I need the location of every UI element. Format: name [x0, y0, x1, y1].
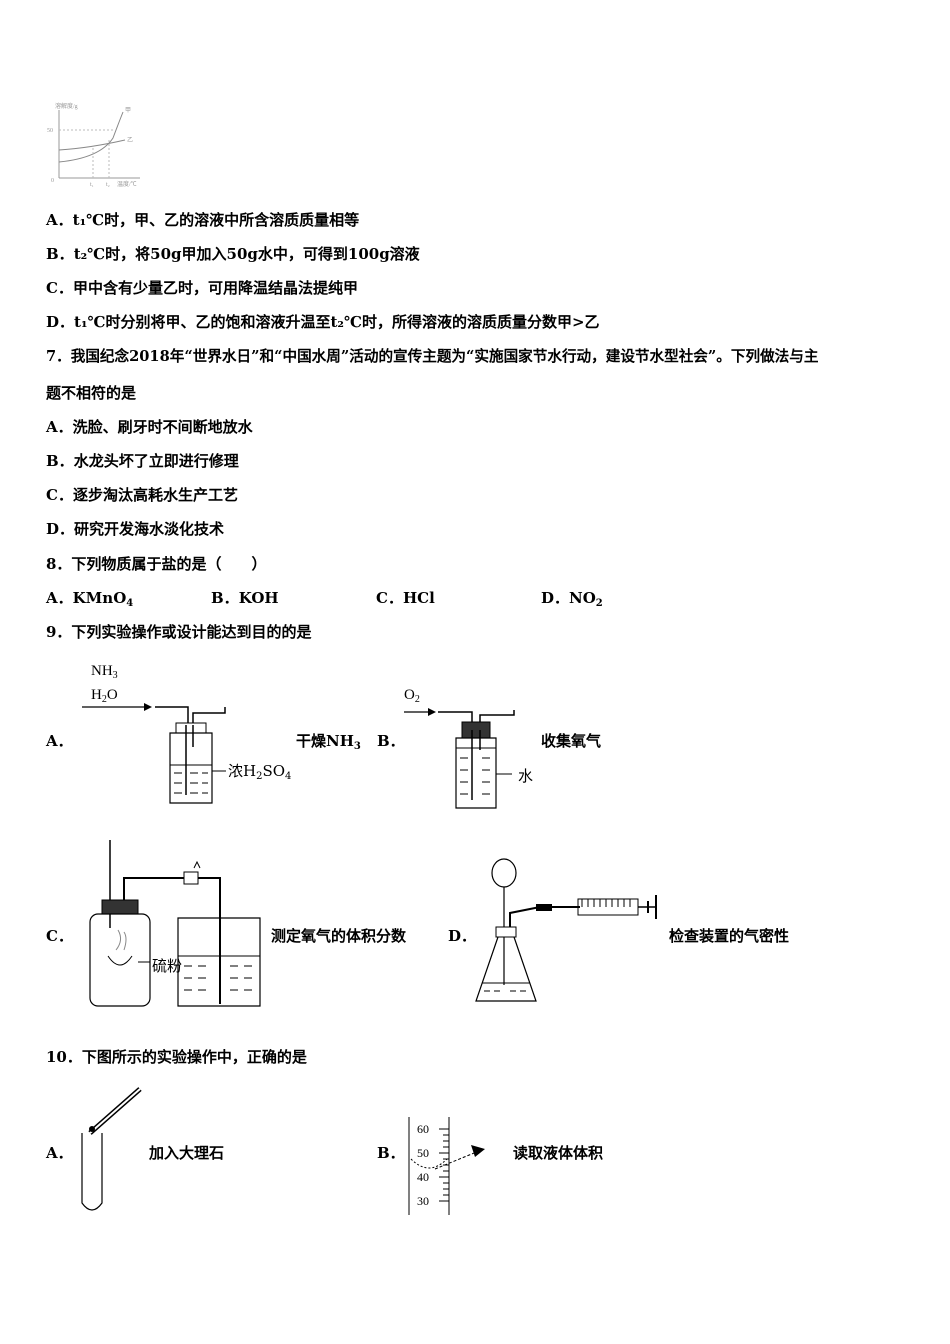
- eye-icon: [471, 1145, 485, 1157]
- q8-option-c: C．HCl: [376, 589, 435, 607]
- q10-a-letter: A．: [46, 1144, 73, 1162]
- q8-option-a: A．KMnO4: [46, 589, 134, 609]
- q8-option-b: B．KOH: [211, 589, 279, 607]
- q9-d-caption: 检查装置的气密性: [669, 927, 790, 945]
- q10-b-cylinder: 60 50 40 30: [408, 1117, 485, 1215]
- q10-a-testtube: [81, 1087, 142, 1211]
- q9-stem: 9．下列实验操作或设计能达到目的的是: [46, 623, 312, 641]
- graph-y-tick: 50: [47, 128, 53, 134]
- q9-a-gas1: NH3: [91, 663, 118, 681]
- q9-c-apparatus: [89, 840, 261, 1007]
- q9-a-gas2: H2O: [91, 687, 118, 705]
- q9-b-apparatus: [404, 708, 515, 809]
- q8-option-d: D．NO2: [541, 589, 603, 609]
- q9-d-apparatus: [475, 858, 657, 1002]
- graph-curve-b: 乙: [127, 137, 133, 144]
- q6-option-d: D．t₁℃时分别将甲、乙的饱和溶液升温至t₂℃时，所得溶液的溶质质量分数甲>乙: [46, 313, 600, 331]
- q7-option-b: B．水龙头坏了立即进行修理: [46, 452, 239, 470]
- q10-b-tick-30: 30: [417, 1194, 429, 1208]
- q9-c-letter: C．: [46, 927, 73, 945]
- q7-option-d: D．研究开发海水淡化技术: [46, 520, 225, 538]
- q9-b-gas: O2: [404, 687, 420, 705]
- curve-jia: [58, 111, 124, 163]
- q9-d-letter: D．: [448, 927, 477, 945]
- graph-curve-a: 甲: [125, 107, 131, 114]
- q9-c-label: 硫粉: [152, 957, 183, 975]
- q9-b-letter: B．: [377, 732, 405, 750]
- graph-t2: t₂: [106, 182, 110, 188]
- q6-option-b: B．t₂℃时，将50g甲加入50g水中，可得到100g溶液: [46, 245, 420, 263]
- q7-stem-line1: 7．我国纪念2018年“世界水日”和“中国水周”活动的宣传主题为“实施国家节水行…: [46, 348, 819, 365]
- q10-b-letter: B．: [377, 1144, 405, 1162]
- q10-b-tick-50: 50: [417, 1146, 429, 1160]
- q10-a-caption: 加入大理石: [149, 1144, 225, 1162]
- q7-option-a: A．洗脸、刷牙时不间断地放水: [46, 418, 253, 436]
- q9-c-caption: 测定氧气的体积分数: [271, 927, 407, 945]
- graph-origin: 0: [51, 178, 54, 184]
- solubility-graph: 溶解度/g 50 0 温度/℃ 甲 乙 t₁ t₂: [47, 102, 140, 188]
- q7-option-c: C．逐步淘汰高耗水生产工艺: [46, 486, 238, 504]
- q9-b-liquid: 水: [518, 767, 534, 785]
- q10-b-tick-40: 40: [417, 1170, 429, 1184]
- q10-b-caption: 读取液体体积: [513, 1144, 604, 1162]
- q9-a-reagent: 浓H2SO4: [228, 762, 292, 782]
- q9-a-apparatus: [82, 703, 226, 804]
- q9-b-caption: 收集氧气: [541, 732, 602, 750]
- curve-yi: [58, 139, 126, 151]
- q10-stem: 10．下图所示的实验操作中，正确的是: [46, 1048, 307, 1066]
- graph-xlabel: 温度/℃: [117, 180, 137, 188]
- q9-a-letter: A．: [46, 732, 73, 750]
- q8-stem: 8．下列物质属于盐的是（ ）: [46, 555, 267, 573]
- graph-t1: t₁: [90, 182, 94, 188]
- q6-option-a: A．t₁℃时，甲、乙的溶液中所含溶质质量相等: [46, 211, 360, 229]
- q10-b-tick-60: 60: [417, 1122, 429, 1136]
- q7-stem-line2: 题不相符的是: [46, 384, 137, 402]
- q9-a-caption: 干燥NH3: [296, 732, 361, 752]
- graph-ylabel: 溶解度/g: [55, 102, 78, 110]
- q6-option-c: C．甲中含有少量乙时，可用降温结晶法提纯甲: [46, 279, 358, 297]
